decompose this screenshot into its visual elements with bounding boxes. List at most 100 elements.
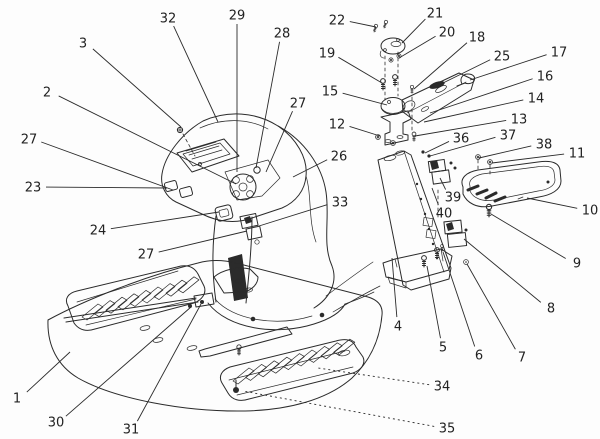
nut-38 [475,154,481,160]
screw-37 [427,154,431,158]
leader-line-36 [424,141,450,154]
part-callout-32: 32 [160,12,177,27]
collar-outer [207,302,346,331]
part-callout-18: 18 [469,31,486,46]
leader-line-3 [92,48,182,128]
part-callout-21: 21 [427,7,444,22]
cap-disc [379,37,406,59]
leader-line-21 [401,18,426,44]
leader-line-27 [265,110,293,173]
part-callout-7: 7 [518,351,526,366]
base-deck [47,259,383,412]
leader-line-19 [338,56,383,84]
leader-line-40 [431,187,439,206]
leader-line-2 [58,95,237,185]
leader-line-17 [469,54,547,81]
knob [214,204,234,222]
pad-25 [429,81,445,89]
part-callout-25: 25 [494,50,511,65]
part-callout-22: 22 [329,14,346,29]
part-callout-24: 24 [90,224,107,239]
clip-17 [456,73,476,87]
screw-22 [372,23,379,33]
leader-line-8 [463,238,542,303]
right-pedal [198,326,365,401]
base-foot-plate [382,244,469,289]
grip-plate [461,160,562,208]
console-back-shell [277,125,335,309]
part-callout-12: 12 [329,118,346,133]
leader-line-10 [526,197,578,209]
part-callout-16: 16 [537,70,554,85]
leader-line-16 [429,78,533,114]
part-callout-36: 36 [453,132,470,147]
part-callout-33: 33 [332,196,349,211]
bolt-35 [233,379,239,393]
leader-line-28 [255,41,280,169]
column-assembly [372,19,493,291]
part-callout-13: 13 [511,113,528,128]
part-callout-27: 27 [290,97,307,112]
leader-line-6 [442,251,476,347]
leader-line-11 [491,153,565,164]
part-callout-27: 27 [138,248,155,263]
collar-inner [214,298,313,322]
part-callout-30: 30 [48,416,65,431]
mount-bracket [380,110,412,146]
part-callout-15: 15 [322,85,339,100]
part-callout-1: 1 [13,392,21,407]
leader-line-23 [45,186,168,189]
leader-line-27 [41,141,174,191]
nut-11 [487,159,493,165]
part-callout-10: 10 [582,204,599,219]
nut-20 [388,57,394,63]
left-pedal-rim [65,265,206,331]
left-pedal [63,265,215,331]
leader-line-20 [398,35,436,59]
leader-line-24 [110,211,220,230]
part-callout-9: 9 [573,257,581,272]
leader-line-1 [26,351,71,393]
left-pedal-treads [81,276,200,321]
leader-line-33 [258,204,328,227]
leader-line-25 [440,59,491,85]
part-callout-8: 8 [547,302,555,317]
part-callout-26: 26 [331,150,348,165]
actuator-upper [427,158,457,185]
mast-assembly [207,215,381,331]
leader-line-39 [439,177,447,190]
leader-line-22 [349,21,377,28]
part-callout-39: 39 [445,191,462,206]
leader-line-35 [242,390,435,427]
screw-3 [176,126,196,157]
leader-line-13 [414,120,507,137]
part-callout-31: 31 [123,423,140,438]
bolt-13 [411,131,417,142]
part-callout-27: 27 [21,133,38,148]
part-callout-5: 5 [439,341,447,356]
leader-line-15 [342,92,388,106]
leader-line-30 [65,306,192,417]
part-callout-11: 11 [569,147,586,162]
leader-line-14 [423,99,524,123]
pivot-housing [213,267,259,294]
part-callout-14: 14 [528,92,545,107]
leader-line-7 [466,263,516,350]
part-callout-35: 35 [439,422,456,437]
part-callout-3: 3 [79,37,87,52]
bolt-18 [409,84,415,94]
leader-line-38 [478,145,532,159]
part-callout-19: 19 [319,47,336,62]
right-pedal-rim [219,339,365,401]
leader-line-31 [136,303,202,422]
part-callout-29: 29 [229,9,246,24]
leader-line-32 [173,25,219,123]
crank-arm [63,292,215,323]
screw-36 [421,150,425,154]
handlebar-tube [401,72,475,124]
deck-outline [47,259,383,412]
part-callout-4: 4 [394,320,402,335]
dial-wheel [224,159,281,201]
